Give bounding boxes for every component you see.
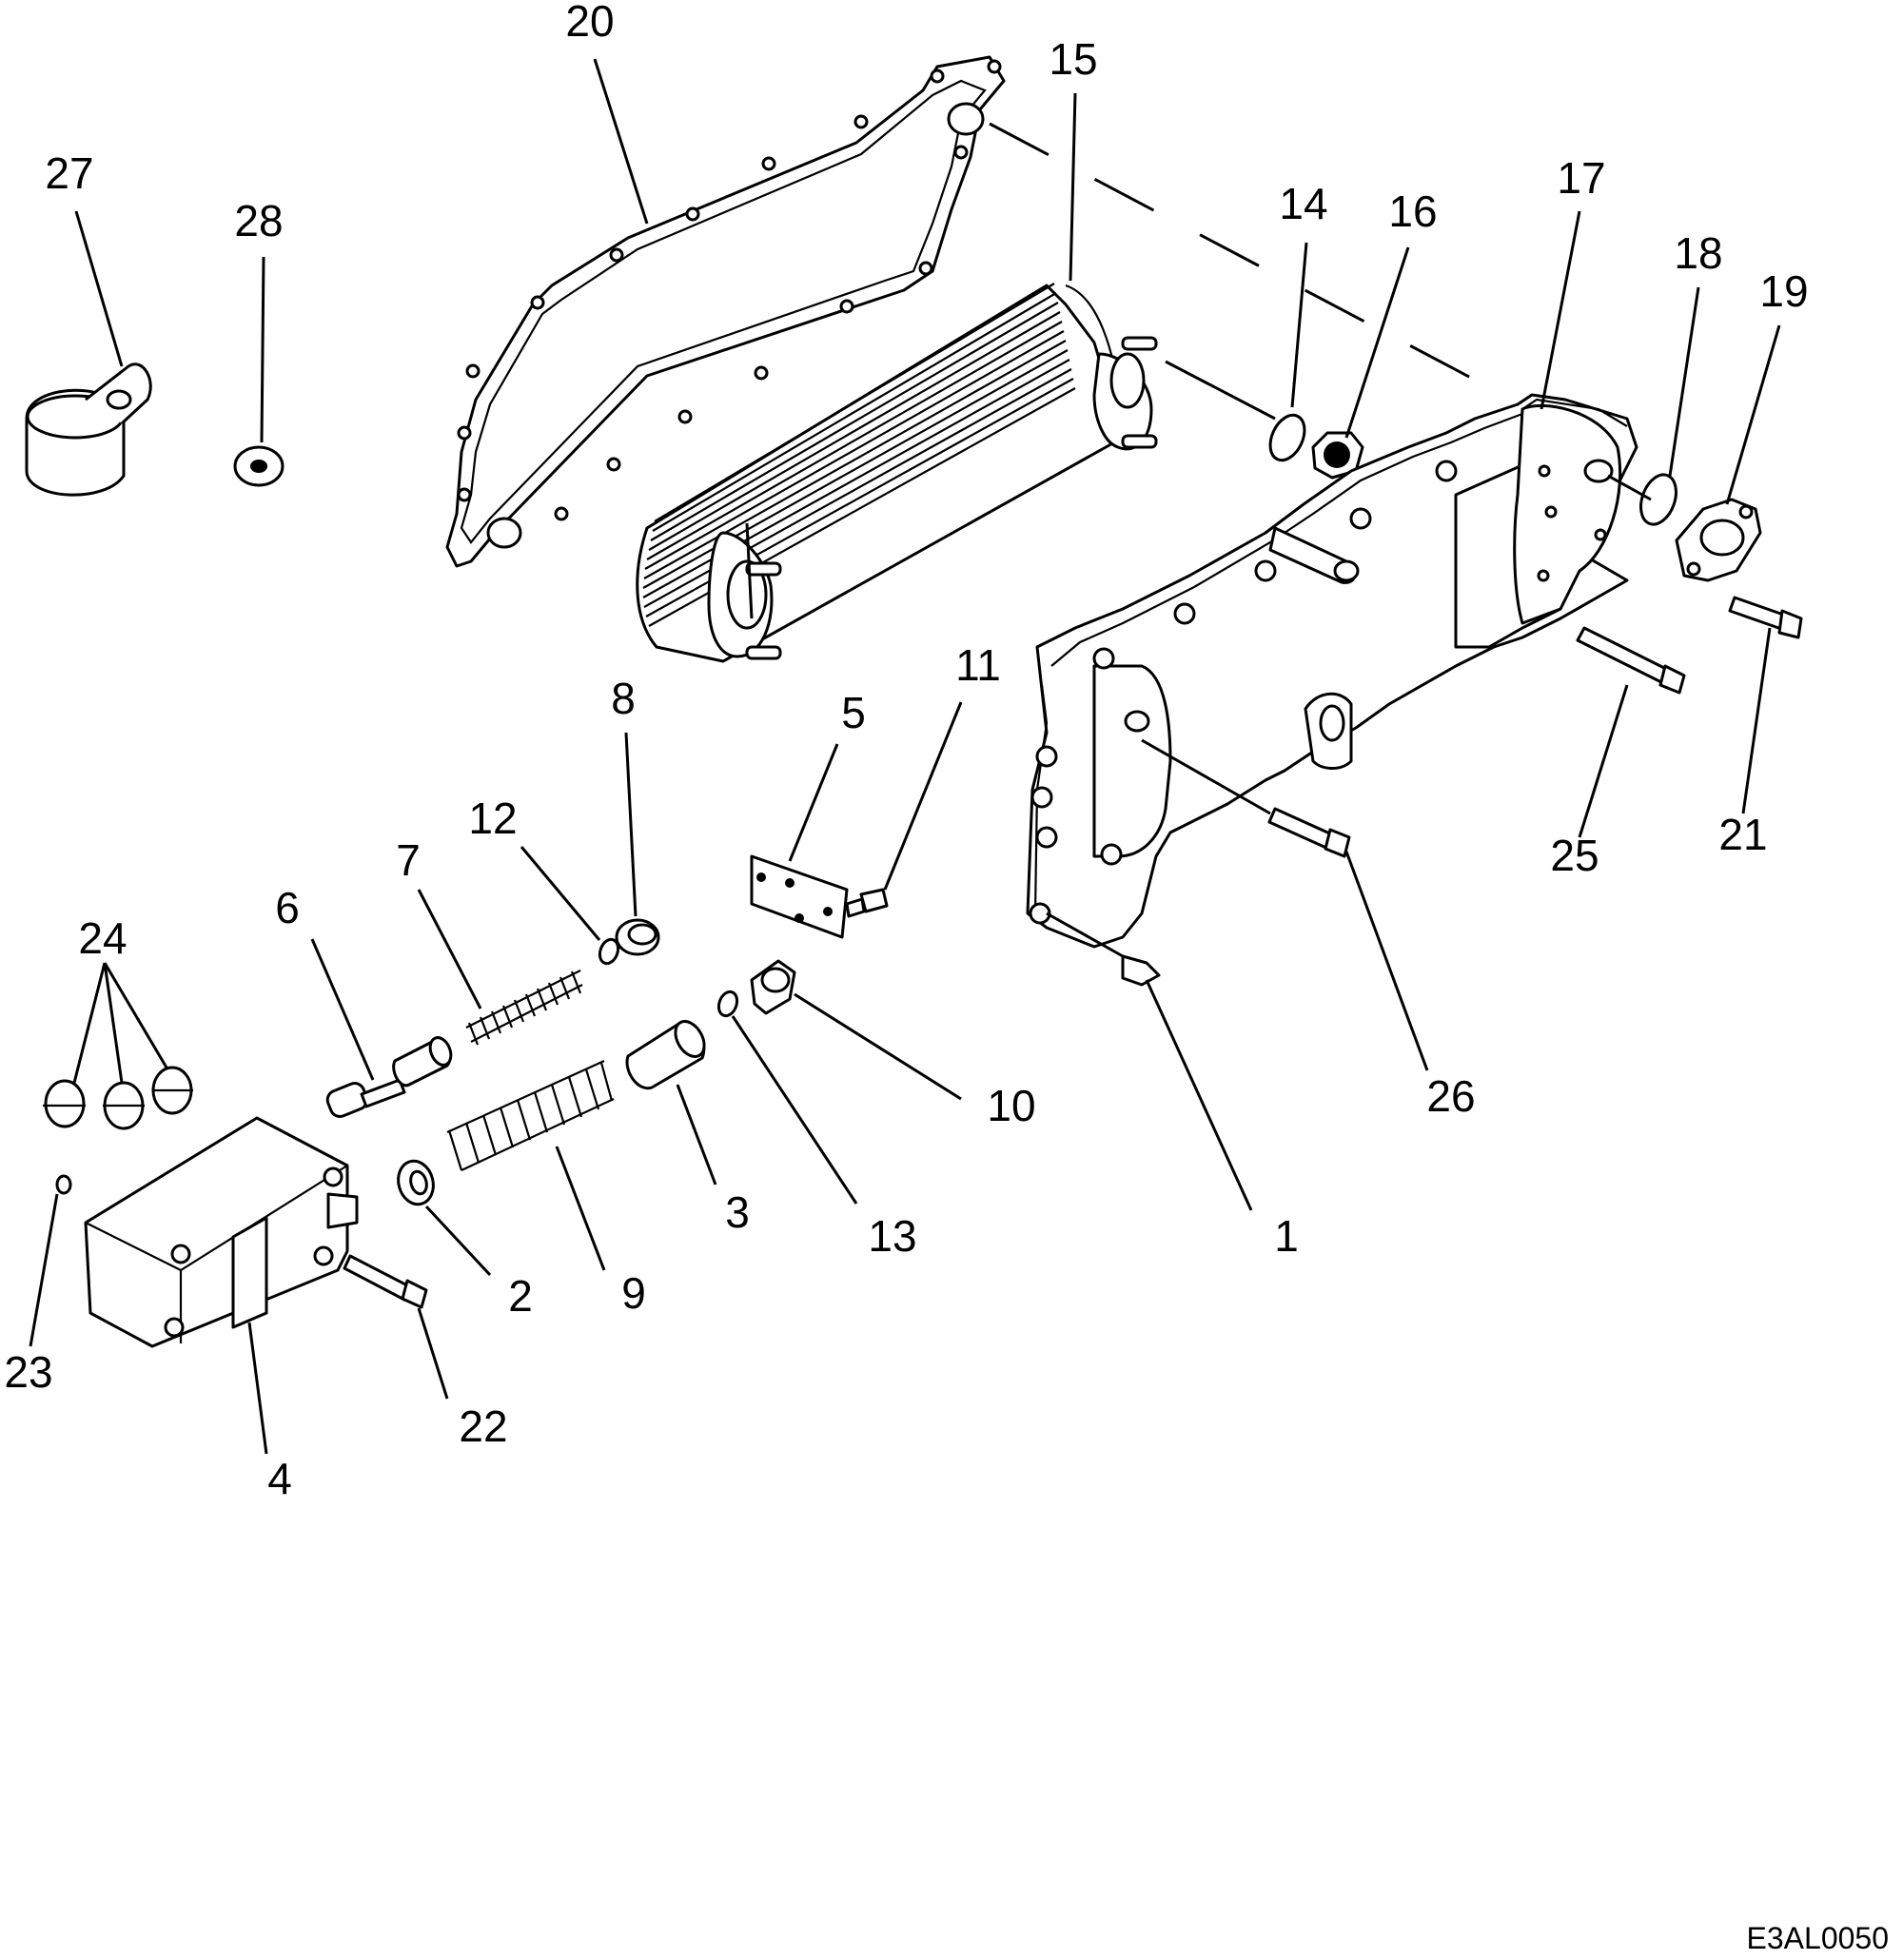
part-o-ring-18: [1639, 473, 1677, 526]
part-valve-3: [625, 1020, 706, 1090]
part-plate-5: [750, 854, 849, 939]
part-o-ring-13: [716, 990, 739, 1018]
callout-2: 2: [508, 1271, 533, 1321]
callout-7: 7: [396, 835, 421, 885]
part-bolt-26: [1267, 807, 1351, 858]
callout-1: 1: [1274, 1211, 1299, 1261]
part-flange-19: [1675, 498, 1762, 582]
leader-line: [1607, 474, 1652, 501]
part-nut-16: [1311, 431, 1364, 480]
callout-11: 11: [955, 640, 1001, 690]
part-bolt-21: [1728, 596, 1803, 639]
leader-line: [1141, 738, 1271, 815]
callout-18: 18: [1674, 228, 1722, 278]
callout-28: 28: [234, 196, 283, 245]
callout-17: 17: [1557, 153, 1605, 203]
part-washer-2: [397, 1159, 435, 1206]
callout-9: 9: [621, 1268, 646, 1318]
callout-15: 15: [1049, 34, 1097, 84]
part-plug-10: [750, 959, 796, 1015]
callout-24: 24: [78, 913, 127, 963]
callout-14: 14: [1279, 179, 1327, 228]
part-o-ring-23: [55, 1174, 72, 1195]
assembly-centerline: [989, 122, 1504, 397]
callout-16: 16: [1388, 186, 1437, 236]
callout-6: 6: [275, 883, 300, 932]
part-plug-1: [1121, 954, 1161, 987]
callout-8: 8: [611, 674, 636, 723]
callout-26: 26: [1426, 1071, 1475, 1121]
part-o-ring-14: [1268, 413, 1306, 462]
callout-21: 21: [1718, 810, 1767, 859]
callout-27: 27: [45, 148, 93, 198]
callout-25: 25: [1550, 831, 1599, 880]
leader-line: [745, 522, 754, 619]
callout-20: 20: [565, 0, 614, 46]
callout-5: 5: [841, 688, 866, 737]
callout-23: 23: [4, 1347, 52, 1397]
part-clamp: [25, 363, 152, 497]
part-bolt-25: [1576, 626, 1686, 695]
part-oil-cooler-core: [636, 283, 1158, 663]
callout-13: 13: [868, 1211, 916, 1261]
callout-3: 3: [725, 1187, 750, 1237]
part-valve-6: [325, 1036, 453, 1118]
part-bolt-22: [343, 1254, 428, 1309]
callout-22: 22: [459, 1401, 507, 1451]
part-cooler-housing: [1026, 393, 1638, 949]
part-o-ring-set-24: [43, 1066, 193, 1130]
callout-10: 10: [987, 1081, 1035, 1130]
leader-lines: [29, 58, 1781, 1455]
callout-19: 19: [1759, 266, 1808, 316]
part-washer-28: [233, 445, 284, 487]
part-screw-11: [845, 888, 889, 918]
part-cooler-gasket: [445, 55, 1006, 568]
part-cap-8: [615, 918, 660, 956]
part-o-ring-12: [598, 937, 620, 966]
drawing-code: E3AL0050: [1747, 1921, 1889, 1955]
part-filter-head: [84, 1116, 359, 1348]
callout-12: 12: [468, 794, 517, 843]
part-spring-large: [446, 1059, 615, 1171]
callout-4: 4: [267, 1454, 292, 1503]
part-spring-small: [465, 970, 583, 1046]
leader-line: [1165, 360, 1276, 421]
callout-labels: 1 2 3 4 5 6 7 8 9 10 11 12 13 14 15 16 1…: [4, 0, 1808, 1503]
leader-line: [1046, 911, 1124, 958]
